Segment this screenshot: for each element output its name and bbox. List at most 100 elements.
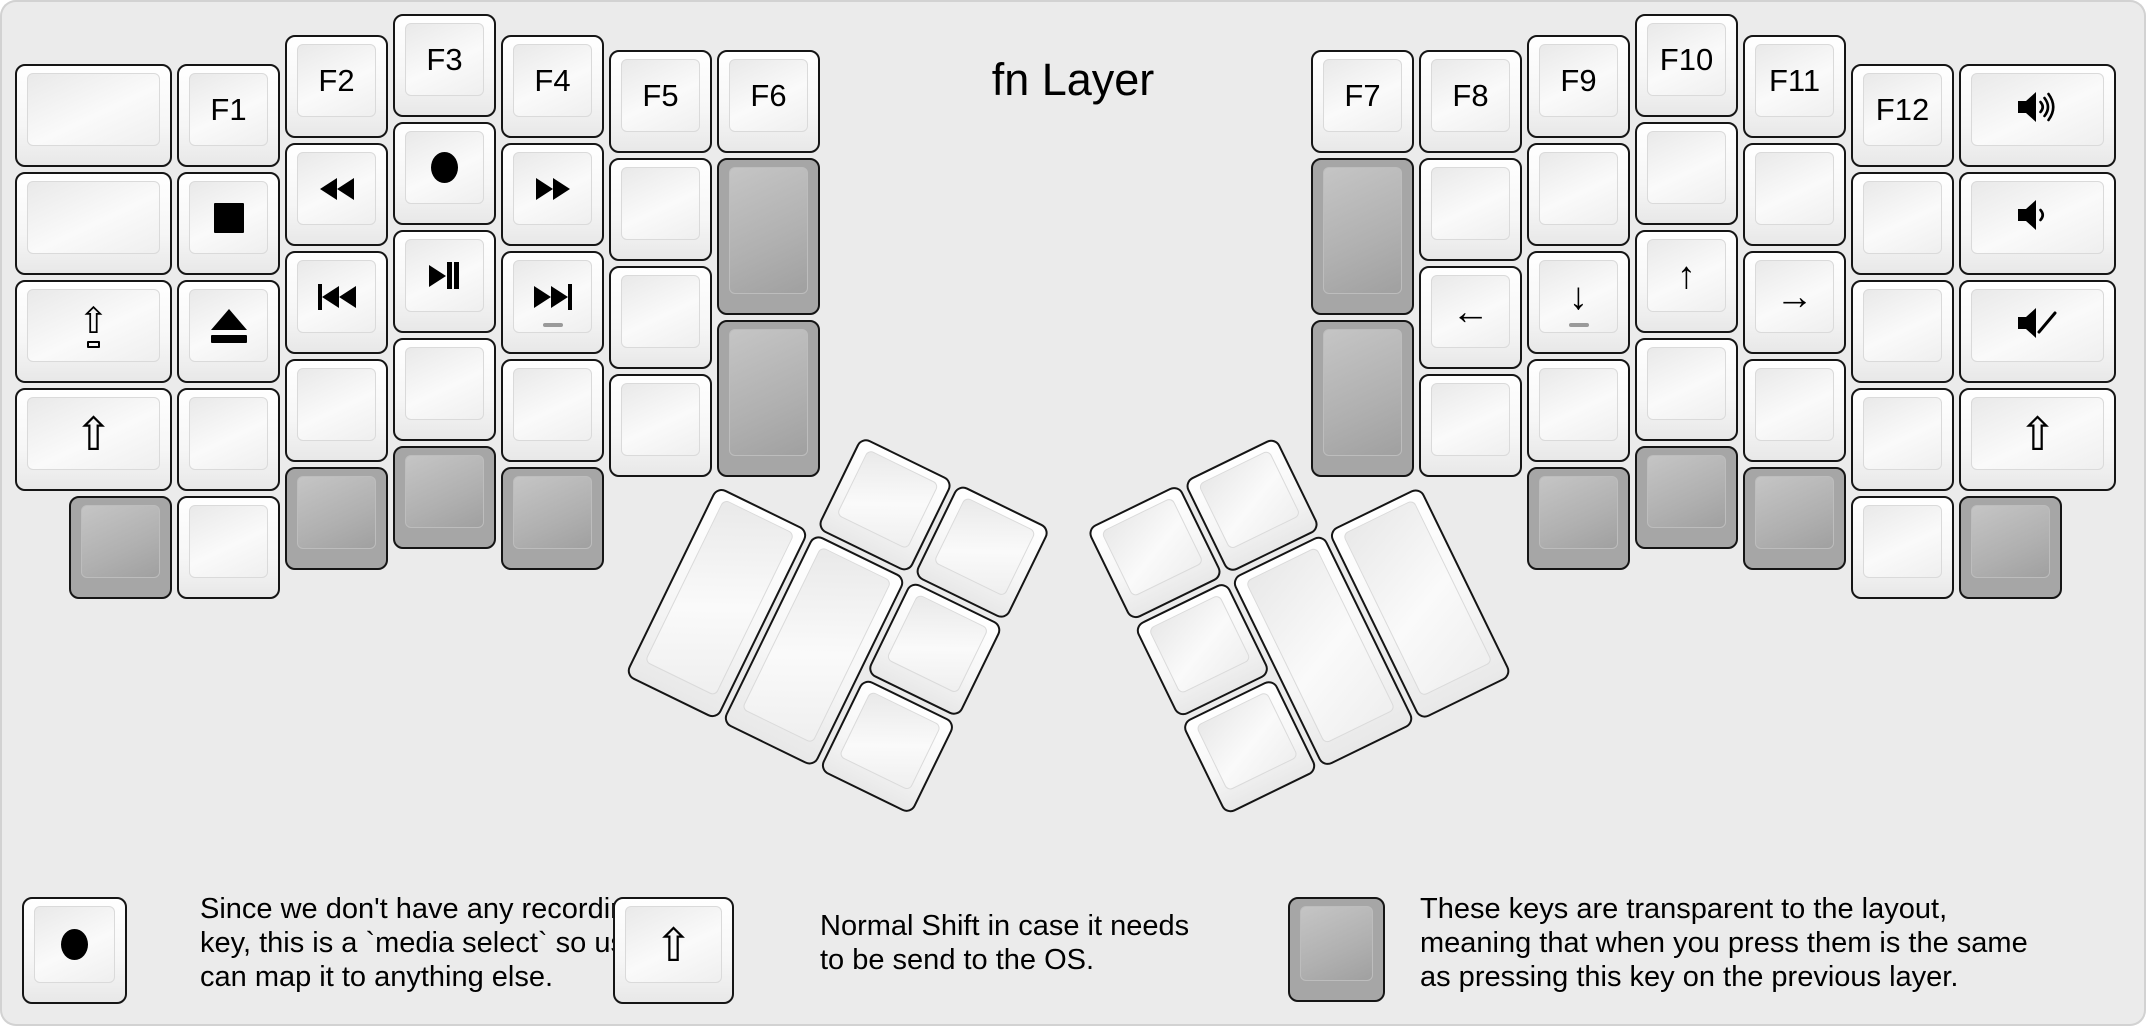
keytop: [933, 496, 1037, 597]
key-label: F10: [1659, 41, 1714, 77]
keytop: [513, 152, 592, 225]
legend-key-record[interactable]: [22, 897, 127, 1004]
key-f7[interactable]: F7: [1311, 50, 1414, 153]
keytop: [729, 329, 808, 456]
key-transparent[interactable]: [717, 320, 820, 477]
key-f11[interactable]: F11: [1743, 35, 1846, 138]
keytop: [1971, 289, 2104, 362]
key-blank[interactable]: [285, 359, 388, 462]
keytop: [621, 383, 700, 456]
key-transparent[interactable]: [1527, 467, 1630, 570]
key-transparent[interactable]: [1959, 496, 2062, 599]
key-transparent[interactable]: [285, 467, 388, 570]
key-play-pause[interactable]: [393, 230, 496, 333]
keytop: ⇧: [1971, 397, 2104, 470]
keytop: [836, 449, 940, 550]
key-next-track[interactable]: [501, 251, 604, 354]
key-blank[interactable]: [609, 374, 712, 477]
key-blank[interactable]: [609, 266, 712, 369]
key-rewind[interactable]: [285, 143, 388, 246]
keytop: [621, 167, 700, 240]
legend-text-line: Since we don't have any recording: [200, 893, 643, 925]
keytop: [1539, 368, 1618, 441]
key-arrow-down[interactable]: ↓: [1527, 251, 1630, 354]
legend-text-line: meaning that when you press them is the …: [1420, 927, 2028, 959]
key-transparent[interactable]: [1743, 467, 1846, 570]
key-blank[interactable]: [1743, 359, 1846, 462]
key-mute[interactable]: [1959, 280, 2116, 383]
eject-icon: [210, 308, 247, 343]
key-blank[interactable]: [501, 359, 604, 462]
key-blank[interactable]: [1743, 143, 1846, 246]
key-blank[interactable]: [1851, 280, 1954, 383]
key-blank[interactable]: [1527, 143, 1630, 246]
key-transparent[interactable]: [1311, 158, 1414, 315]
key-fast-forward[interactable]: [501, 143, 604, 246]
keytop: [189, 181, 268, 254]
key-f6[interactable]: F6: [717, 50, 820, 153]
key-volume-up[interactable]: [1959, 64, 2116, 167]
key-f10[interactable]: F10: [1635, 14, 1738, 117]
key-blank[interactable]: [1635, 122, 1738, 225]
key-blank[interactable]: [1635, 338, 1738, 441]
key-f5[interactable]: F5: [609, 50, 712, 153]
key-f3[interactable]: F3: [393, 14, 496, 117]
key-blank[interactable]: [1527, 359, 1630, 462]
key-transparent[interactable]: [717, 158, 820, 315]
key-transparent[interactable]: [393, 446, 496, 549]
key-blank[interactable]: [1851, 388, 1954, 491]
key-blank[interactable]: [15, 172, 172, 275]
keytop: [405, 131, 484, 204]
record-icon: [61, 929, 88, 960]
key-transparent[interactable]: [1635, 446, 1738, 549]
key-blank[interactable]: [393, 338, 496, 441]
key-blank[interactable]: [1419, 158, 1522, 261]
keytop: [405, 347, 484, 420]
key-shift[interactable]: ⇧: [1959, 388, 2116, 491]
keytop: [729, 167, 808, 294]
key-f2[interactable]: F2: [285, 35, 388, 138]
key-stop[interactable]: [177, 172, 280, 275]
homing-bar: [542, 323, 563, 327]
shift-icon: ⇧: [2018, 407, 2057, 460]
key-caps-lock[interactable]: ⇧: [15, 280, 172, 383]
key-record[interactable]: [393, 122, 496, 225]
key-arrow-left[interactable]: ←: [1419, 266, 1522, 369]
keytop: [189, 289, 268, 362]
key-arrow-up[interactable]: ↑: [1635, 230, 1738, 333]
key-arrow-right[interactable]: →: [1743, 251, 1846, 354]
key-blank[interactable]: [1851, 496, 1954, 599]
key-f8[interactable]: F8: [1419, 50, 1522, 153]
key-transparent[interactable]: [69, 496, 172, 599]
key-volume-down[interactable]: [1959, 172, 2116, 275]
key-shift[interactable]: ⇧: [15, 388, 172, 491]
key-f12[interactable]: F12: [1851, 64, 1954, 167]
key-label: F9: [1560, 62, 1597, 98]
legend-key-shift[interactable]: ⇧: [613, 897, 734, 1004]
key-blank[interactable]: [1419, 374, 1522, 477]
legend-key-transparent[interactable]: [1288, 897, 1385, 1002]
keytop: F4: [513, 44, 592, 117]
key-f4[interactable]: F4: [501, 35, 604, 138]
key-blank[interactable]: [15, 64, 172, 167]
legend-text-line: These keys are transparent to the layout…: [1420, 893, 1948, 925]
key-label: F3: [426, 41, 463, 77]
key-f9[interactable]: F9: [1527, 35, 1630, 138]
key-prev-track[interactable]: [285, 251, 388, 354]
key-transparent[interactable]: [1311, 320, 1414, 477]
key-f1[interactable]: F1: [177, 64, 280, 167]
stop-icon: [213, 202, 244, 233]
arrow-up-icon: ↑: [1677, 254, 1696, 297]
key-blank[interactable]: [177, 496, 280, 599]
keytop: [1100, 497, 1204, 598]
keytop: ↓: [1539, 260, 1618, 333]
key-blank[interactable]: [177, 388, 280, 491]
key-transparent[interactable]: [501, 467, 604, 570]
key-label: F11: [1768, 62, 1821, 98]
keytop: [1197, 449, 1301, 550]
key-eject[interactable]: [177, 280, 280, 383]
key-blank[interactable]: [609, 158, 712, 261]
keytop: [81, 505, 160, 578]
key-blank[interactable]: [1851, 172, 1954, 275]
